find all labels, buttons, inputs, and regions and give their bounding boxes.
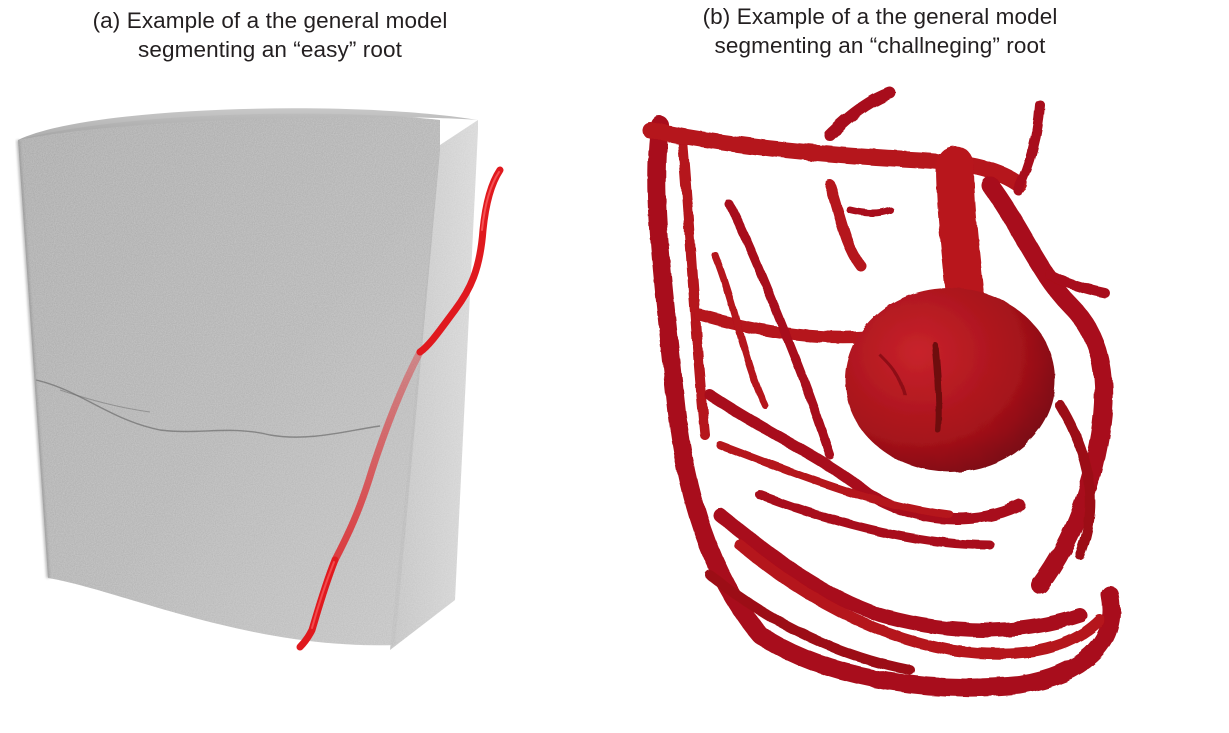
soil-volume [16, 108, 478, 650]
panel-b-caption: (b) Example of a the general model segme… [655, 2, 1105, 60]
panel-b-caption-line1: (b) Example of a the general model [702, 4, 1058, 29]
challenging-root [642, 87, 1121, 697]
panel-a-rendering [16, 108, 504, 651]
panel-b-caption-line2: segmenting an “challneging” root [714, 33, 1046, 58]
root-ball-sphere [845, 288, 1055, 472]
panel-b-rendering [642, 87, 1121, 697]
panel-a-caption: (a) Example of a the general model segme… [50, 6, 490, 64]
panel-a-caption-line2: segmenting an “easy” root [138, 37, 402, 62]
panel-a-caption-line1: (a) Example of a the general model [92, 8, 448, 33]
easy-root [296, 166, 504, 651]
